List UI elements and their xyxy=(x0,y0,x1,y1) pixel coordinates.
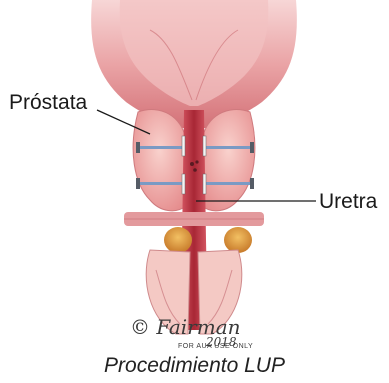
figure-caption: Procedimiento LUP xyxy=(0,354,389,378)
bladder xyxy=(91,0,297,128)
uretra-label: Uretra xyxy=(319,191,377,212)
seminal-gland-right xyxy=(224,227,252,253)
prostate-left-lobe xyxy=(133,110,186,211)
seminal-gland-left xyxy=(164,227,192,253)
prostata-label: Próstata xyxy=(9,92,87,113)
pelvic-floor xyxy=(124,212,264,226)
prostate-right-lobe xyxy=(202,110,255,211)
usage-note: FOR AUA USE ONLY xyxy=(178,343,253,350)
